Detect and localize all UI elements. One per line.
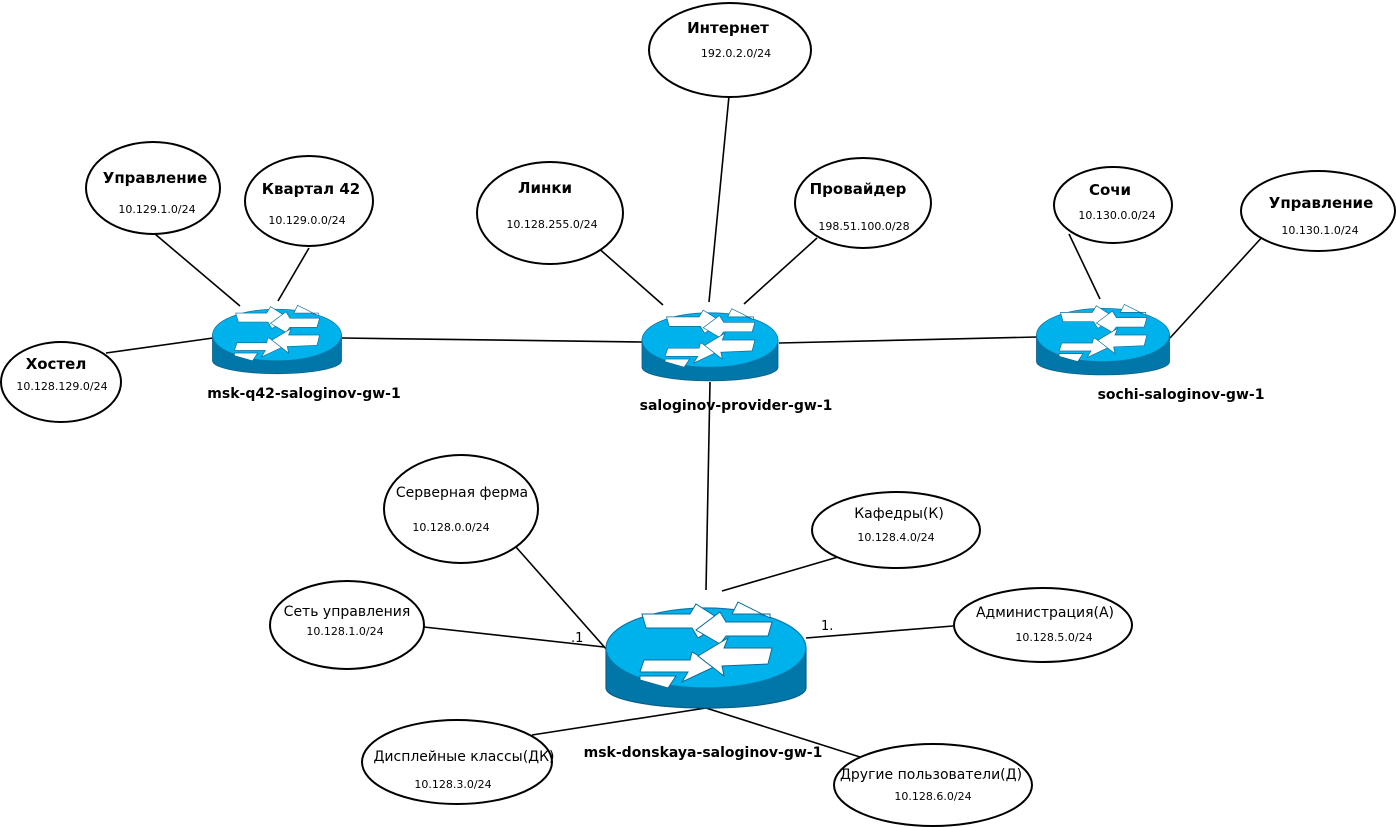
network-internet: Интернет 192.0.2.0/24 [648,2,812,98]
network-subnet: 10.128.5.0/24 [1015,631,1092,644]
router-donskaya: msk-donskaya-saloginov-gw-1 [584,601,823,761]
link-sochi-sochi-net [1068,233,1101,300]
routers: msk-q42-saloginov-gw-1 saloginov-provide… [207,304,1264,761]
network-upravlenie-q42: Управление 10.129.1.0/24 [85,141,221,235]
link-sochi-upravlenie [1169,234,1265,339]
link-provider-internet [708,95,730,303]
network-subnet: 10.128.6.0/24 [894,790,971,803]
network-subnet: 10.130.1.0/24 [1281,224,1358,237]
network-subnet: 198.51.100.0/28 [818,220,909,233]
router-label: saloginov-provider-gw-1 [640,398,833,414]
link-provider-provider-net [743,237,818,305]
network-hostel: Хостел 10.128.129.0/24 [0,341,122,423]
link-provider-sochi [778,336,1038,344]
router-label: sochi-saloginov-gw-1 [1098,387,1265,403]
router-icon [605,601,807,709]
network-kafedry: Кафедры(К) 10.128.4.0/24 [811,491,981,569]
network-provider: Провайдер 198.51.100.0/28 [794,157,932,249]
link-q42-provider [341,337,644,343]
network-label: Администрация(А) [976,605,1114,621]
link-donskaya-kafedry [721,556,839,592]
network-label: Другие пользователи(Д) [840,767,1022,783]
port-label-left: .1 [571,631,583,646]
network-subnet: 10.128.0.0/24 [412,521,489,534]
router-q42: msk-q42-saloginov-gw-1 [207,304,401,402]
link-q42-kvartal42 [277,247,310,302]
network-label: Квартал 42 [262,180,361,198]
network-label: Сеть управления [284,604,411,620]
network-label: Линки [518,179,572,197]
network-other-users: Другие пользователи(Д) 10.128.6.0/24 [833,743,1033,827]
network-server-farm: Серверная ферма 10.128.0.0/24 [383,454,539,564]
network-label: Интернет [687,19,769,37]
network-label: Провайдер [810,180,907,198]
network-mgmt-net: Сеть управления 10.128.1.0/24 [269,580,425,670]
link-donskaya-mgmt-net [423,626,605,648]
port-label-right: 1. [821,619,833,634]
router-sochi: sochi-saloginov-gw-1 [1036,304,1265,403]
network-admin: Администрация(А) 10.128.5.0/24 [953,587,1133,663]
links [105,95,1265,758]
network-kvartal42: Квартал 42 10.129.0.0/24 [244,155,374,247]
network-subnet: 10.129.0.0/24 [268,214,345,227]
network-label: Серверная ферма [396,485,528,501]
router-icon [212,304,342,375]
router-label: msk-donskaya-saloginov-gw-1 [584,745,823,761]
network-label: Сочи [1089,181,1131,199]
router-label: msk-q42-saloginov-gw-1 [207,386,400,402]
network-subnet: 10.128.3.0/24 [414,778,491,791]
link-provider-donskaya [705,381,711,591]
link-provider-linki [595,245,664,306]
link-q42-upravlenie [154,233,241,307]
link-donskaya-admin [805,625,954,639]
network-subnet: 10.128.255.0/24 [506,218,597,231]
network-subnet: 10.128.129.0/24 [16,380,107,393]
network-subnet: 10.128.1.0/24 [306,625,383,638]
network-subnet: 10.128.4.0/24 [857,531,934,544]
link-donskaya-server-farm [515,546,608,651]
network-label: Дисплейные классы(ДК) [373,749,554,765]
link-donskaya-display-classes [531,707,707,736]
link-q42-hostel [105,337,214,354]
network-subnet: 10.129.1.0/24 [118,203,195,216]
network-label: Управление [103,169,208,187]
link-donskaya-other-users [705,707,861,758]
network-subnet: 192.0.2.0/24 [701,47,771,60]
network-label: Кафедры(К) [854,506,944,522]
network-upravlenie-sochi: Управление 10.130.1.0/24 [1240,170,1396,252]
network-subnet: 10.130.0.0/24 [1078,209,1155,222]
router-provider: saloginov-provider-gw-1 [640,308,833,414]
network-display-classes: Дисплейные классы(ДК) 10.128.3.0/24 [361,719,555,805]
network-label: Хостел [26,355,87,373]
router-icon [1036,304,1170,376]
network-linki: Линки 10.128.255.0/24 [476,161,624,265]
network-label: Управление [1269,194,1374,212]
network-sochi: Сочи 10.130.0.0/24 [1053,166,1173,244]
router-icon [641,308,779,382]
